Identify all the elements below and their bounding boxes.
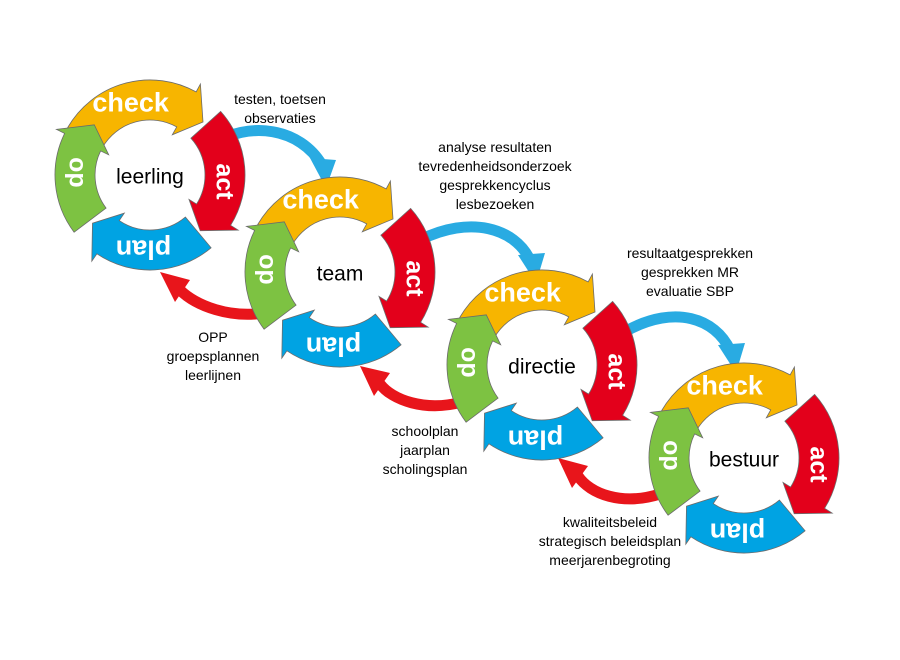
pdca-cycles: check act plan do leerling check act plan do team… [54,79,840,554]
note-line: analyse resultaten [438,139,552,155]
do-arrow [54,124,110,233]
note-line: schoolplan [391,423,459,439]
plan-arrow [281,309,402,368]
feedback-arrow-3-shaft [573,472,662,505]
act-arrow [580,300,638,422]
pdca-cycle-directie: check act plan do directie [446,269,638,461]
plan-label: plan [710,518,766,548]
feedback-note-2: schoolplan jaarplan scholingsplan [355,422,495,479]
note-line: leerlijnen [184,367,242,383]
forward-note-1: testen, toetsen observaties [210,90,350,128]
feedback-arrow-2-shaft [375,380,464,412]
plan-label: plan [306,332,362,362]
cycle-center-label: leerling [116,166,184,189]
note-line: testen, toetsen [234,91,326,107]
note-line: kwaliteitsbeleid [562,514,658,530]
forward-arrow-2-shaft [417,221,535,263]
cycle-center-label: team [317,263,364,286]
check-arrow [67,79,204,149]
do-label: do [251,254,279,285]
feedback-arrow-1-head [160,272,190,302]
plan-arrow [91,212,212,271]
note-line: scholingsplan [382,461,468,477]
note-line: OPP [198,329,228,345]
note-line: gesprekken MR [640,264,740,280]
act-label: act [401,260,429,297]
forward-note-3: resultaatgesprekken gesprekken MR evalua… [610,244,770,301]
check-arrow [661,362,798,432]
note-line: jaarplan [400,442,450,458]
check-label: check [282,185,360,215]
feedback-arrow-3-head [558,458,588,488]
pdca-cycle-team: check act plan do team [244,176,436,368]
do-arrow [648,407,704,516]
note-line: observaties [244,110,316,126]
check-arrow [257,176,394,246]
check-label: check [484,278,562,308]
plan-label: plan [508,425,564,455]
connector-arrows [160,125,745,505]
cycle-center-label: bestuur [709,449,779,472]
do-label: do [655,440,683,471]
note-line: gesprekkencyclus [439,177,551,193]
do-arrow [244,221,300,330]
note-line: groepsplannen [166,348,260,364]
plan-arrow [483,402,604,461]
act-label: act [805,446,833,483]
check-label: check [686,371,764,401]
do-label: do [61,157,89,188]
cycle-center-label: directie [508,356,576,379]
check-label: check [92,88,170,118]
note-line: evaluatie SBP [646,283,734,299]
forward-arrow-3-shaft [625,311,735,353]
plan-label: plan [116,235,172,265]
forward-arrow-1-head [310,158,336,188]
feedback-note-3: kwaliteitsbeleid strategisch beleidsplan… [520,513,700,570]
pdca-cycle-leerling: check act plan do leerling [54,79,246,271]
note-line: tevredenheidsonderzoek [418,158,572,174]
act-label: act [603,353,631,390]
act-arrow [378,207,436,329]
do-label: do [453,347,481,378]
act-arrow [782,393,840,515]
note-line: resultaatgesprekken [626,245,754,261]
feedback-note-1: OPP groepsplannen leerlijnen [148,328,278,385]
act-label: act [211,163,239,200]
note-line: strategisch beleidsplan [538,533,682,549]
plan-arrow [685,495,806,554]
pdca-cycle-bestuur: check act plan do bestuur [648,362,840,554]
note-line: meerjarenbegroting [549,552,671,568]
check-arrow [459,269,596,339]
feedback-arrow-2-head [360,366,390,396]
forward-note-2: analyse resultaten tevredenheidsonderzoe… [400,138,590,214]
do-arrow [446,314,502,423]
note-line: lesbezoeken [455,196,535,212]
act-arrow [188,110,246,232]
